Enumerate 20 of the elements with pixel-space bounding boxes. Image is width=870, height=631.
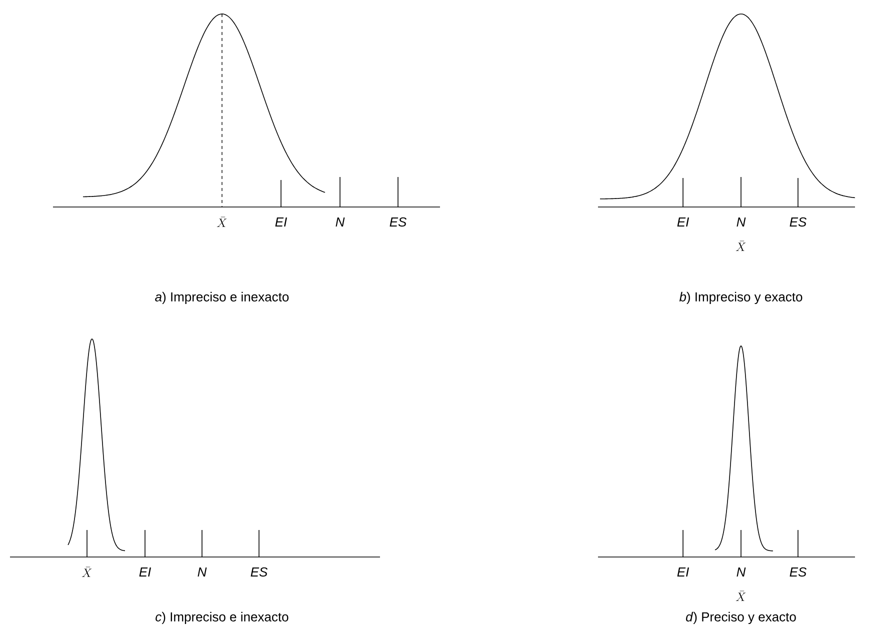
caption: a) Impreciso e inexacto bbox=[155, 292, 289, 304]
axis-label: N bbox=[336, 218, 345, 226]
axis-label: EI bbox=[677, 218, 689, 226]
axis-label: EI bbox=[139, 568, 151, 576]
caption: c) Impreciso e inexacto bbox=[156, 612, 288, 624]
axis-label: $\bar{X}$ bbox=[736, 240, 746, 251]
caption: d) Preciso y exacto bbox=[686, 612, 796, 624]
axis-label: $\bar{X}$ bbox=[82, 566, 92, 577]
axis-label: ES bbox=[790, 567, 807, 577]
axis-label: N bbox=[736, 218, 746, 226]
caption: b) Impreciso y exacto bbox=[679, 292, 802, 304]
axis-label: $\bar{X}$ bbox=[736, 590, 746, 601]
axis-label: $\bar{X}$ bbox=[216, 216, 227, 227]
axis-label: ES bbox=[250, 567, 268, 577]
axis-label: N bbox=[736, 568, 746, 576]
axis-label: ES bbox=[790, 217, 807, 227]
axis-label: ES bbox=[390, 217, 407, 227]
axis-label: N bbox=[198, 568, 207, 576]
axis-label: EI bbox=[275, 218, 287, 226]
axis-label: EI bbox=[677, 568, 689, 576]
